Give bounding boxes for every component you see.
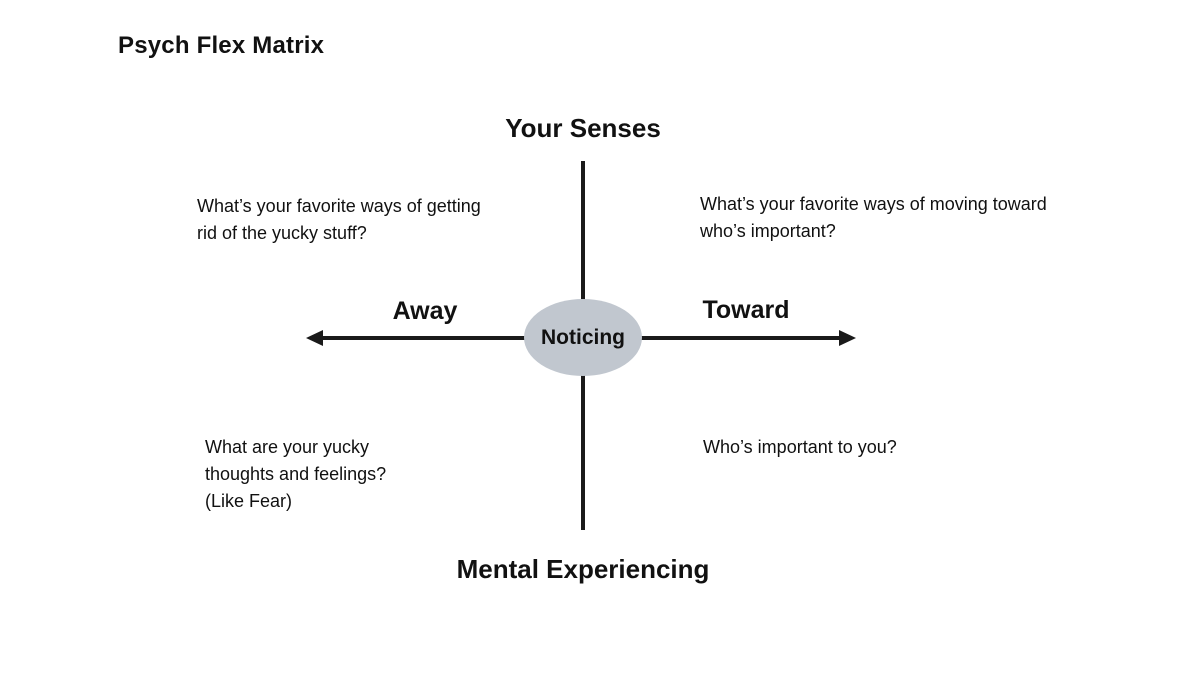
axis-label-away: Away <box>392 297 458 325</box>
axis-label-toward: Toward <box>702 296 790 324</box>
noticing-ellipse: Noticing <box>524 299 642 376</box>
axis-label-bottom: Mental Experiencing <box>456 554 710 584</box>
quadrant-text-top-right: What’s your favorite ways of moving towa… <box>700 194 1047 241</box>
quadrant-text-bottom-right: Who’s important to you? <box>703 437 897 457</box>
arrow-right-icon <box>839 330 856 346</box>
page-title: Psych Flex Matrix <box>118 32 325 59</box>
arrow-left-icon <box>306 330 323 346</box>
quadrant-text-bottom-left: What are your yucky thoughts and feeling… <box>205 437 387 511</box>
quadrant-text-top-left: What’s your favorite ways of getting rid… <box>197 196 481 243</box>
axis-label-top: Your Senses <box>505 113 661 143</box>
center-label: Noticing <box>541 325 625 349</box>
